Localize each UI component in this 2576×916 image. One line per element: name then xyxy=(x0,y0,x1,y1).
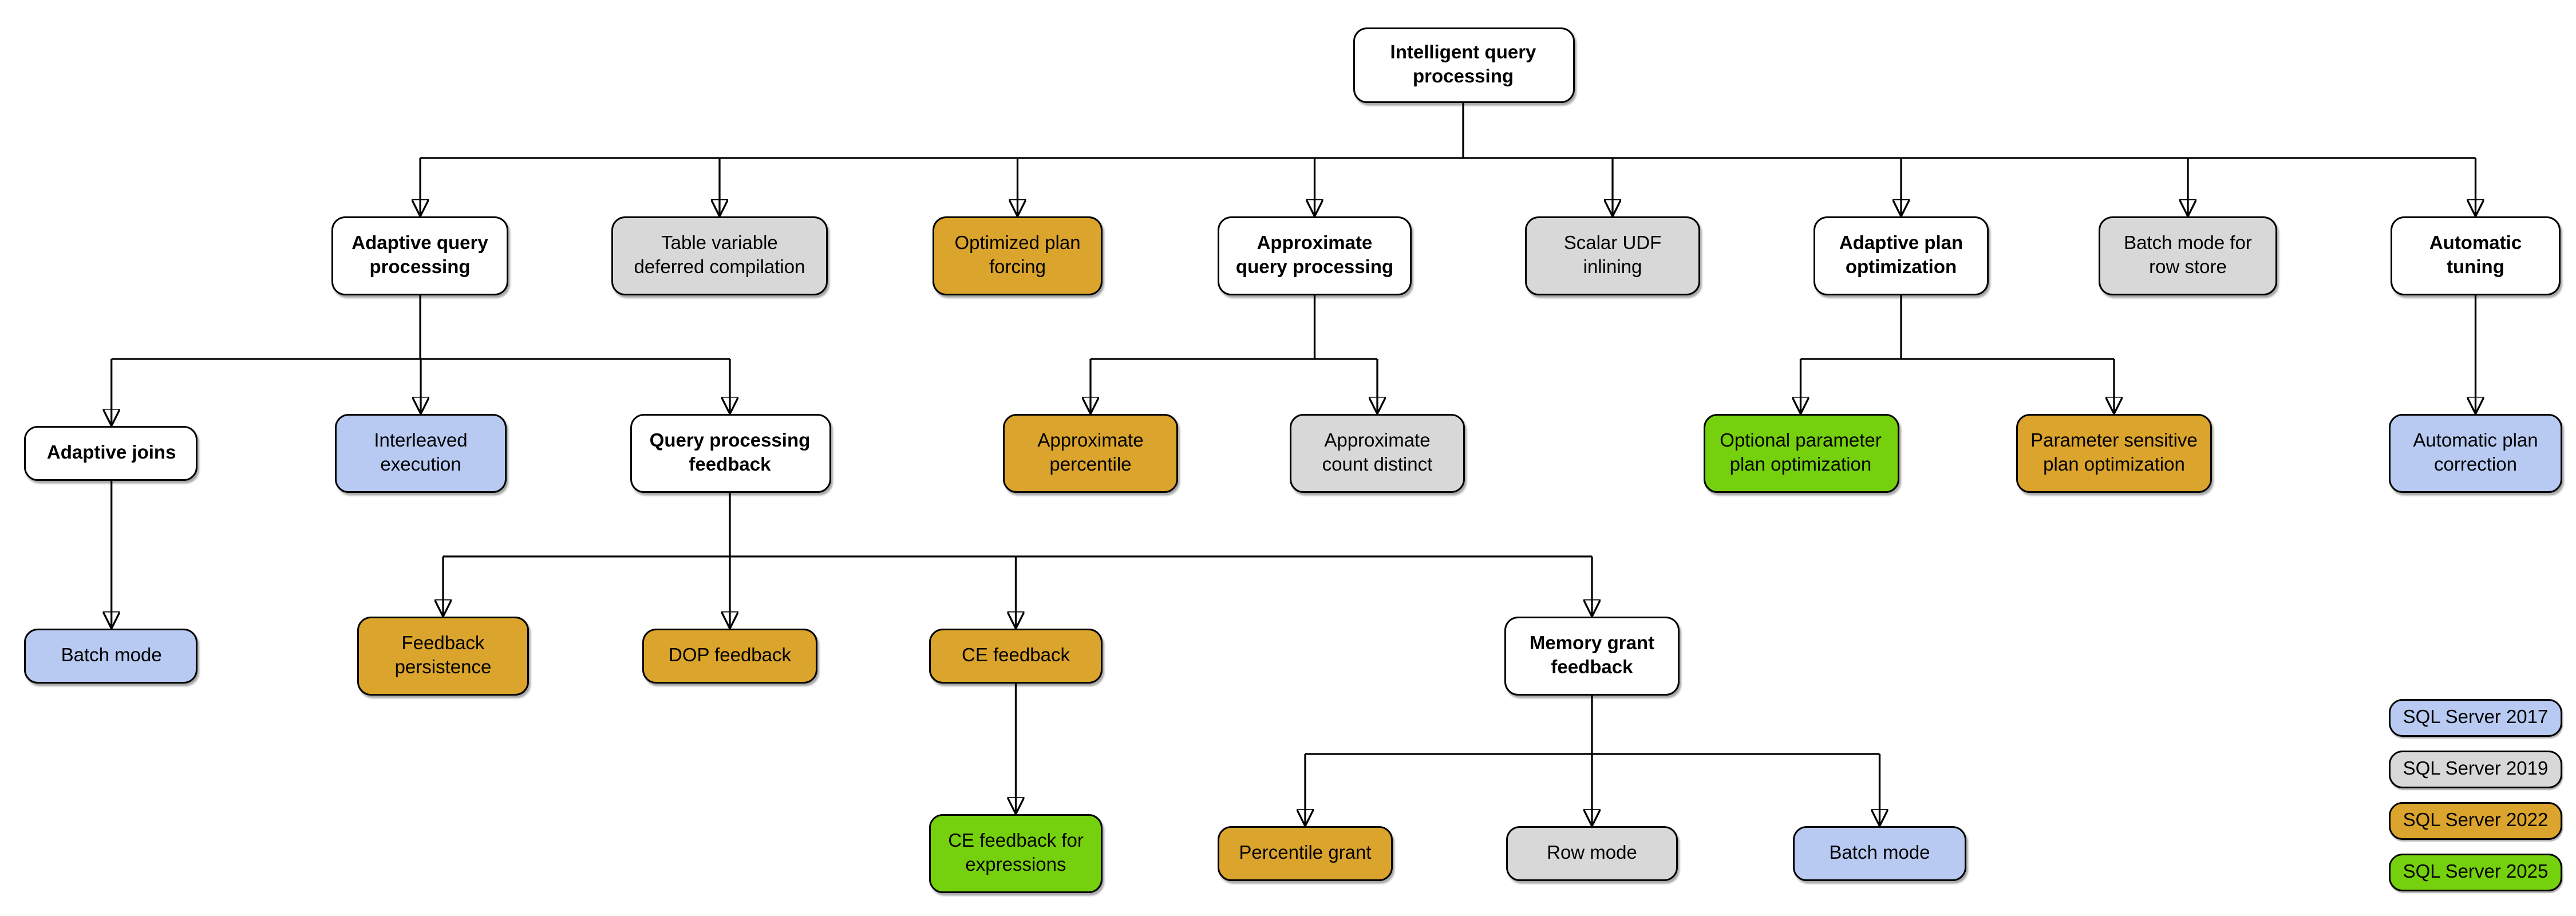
node-approximate-percentile: Approximate percentile xyxy=(1003,414,1178,493)
node-intelligent-query-processing: Intelligent query processing xyxy=(1352,27,1574,103)
node-interleaved-execution: Interleaved execution xyxy=(335,414,507,493)
node-adaptive-query-processing: Adaptive query processing xyxy=(331,216,508,295)
node-optimized-plan-forcing: Optimized plan forcing xyxy=(933,216,1103,295)
legend-item-sql-server-2025: SQL Server 2025 xyxy=(2389,854,2562,891)
node-row-mode: Row mode xyxy=(1506,826,1678,881)
node-parameter-sensitive-plan-optimization: Parameter sensitive plan optimization xyxy=(2016,414,2212,493)
node-optional-parameter-plan-optimization: Optional parameter plan optimization xyxy=(1702,414,1899,493)
legend-item-sql-server-2017: SQL Server 2017 xyxy=(2389,699,2562,737)
node-ce-feedback-for-expressions: CE feedback for expressions xyxy=(929,814,1103,893)
node-adaptive-joins: Adaptive joins xyxy=(25,426,199,481)
legend-item-sql-server-2019: SQL Server 2019 xyxy=(2389,751,2562,788)
node-automatic-plan-correction: Automatic plan correction xyxy=(2389,414,2562,493)
node-automatic-tuning: Automatic tuning xyxy=(2391,216,2561,295)
node-batch-mode-adaptive-joins: Batch mode xyxy=(25,629,199,684)
node-adaptive-plan-optimization: Adaptive plan optimization xyxy=(1814,216,1989,295)
node-approximate-count-distinct: Approximate count distinct xyxy=(1290,414,1465,493)
node-approximate-query-processing: Approximate query processing xyxy=(1218,216,1412,295)
node-table-variable-deferred-compilation: Table variable deferred compilation xyxy=(611,216,828,295)
node-ce-feedback: CE feedback xyxy=(929,629,1103,684)
node-feedback-persistence: Feedback persistence xyxy=(357,617,529,696)
node-batch-mode-for-row-store: Batch mode for row store xyxy=(2099,216,2277,295)
node-batch-mode-memory-grant: Batch mode xyxy=(1793,826,1966,881)
node-memory-grant-feedback: Memory grant feedback xyxy=(1504,617,1680,696)
node-percentile-grant: Percentile grant xyxy=(1218,826,1393,881)
legend-item-sql-server-2022: SQL Server 2022 xyxy=(2389,802,2562,840)
node-scalar-udf-inlining: Scalar UDF inlining xyxy=(1525,216,1700,295)
node-query-processing-feedback: Query processing feedback xyxy=(629,414,831,493)
node-dop-feedback: DOP feedback xyxy=(642,629,817,684)
